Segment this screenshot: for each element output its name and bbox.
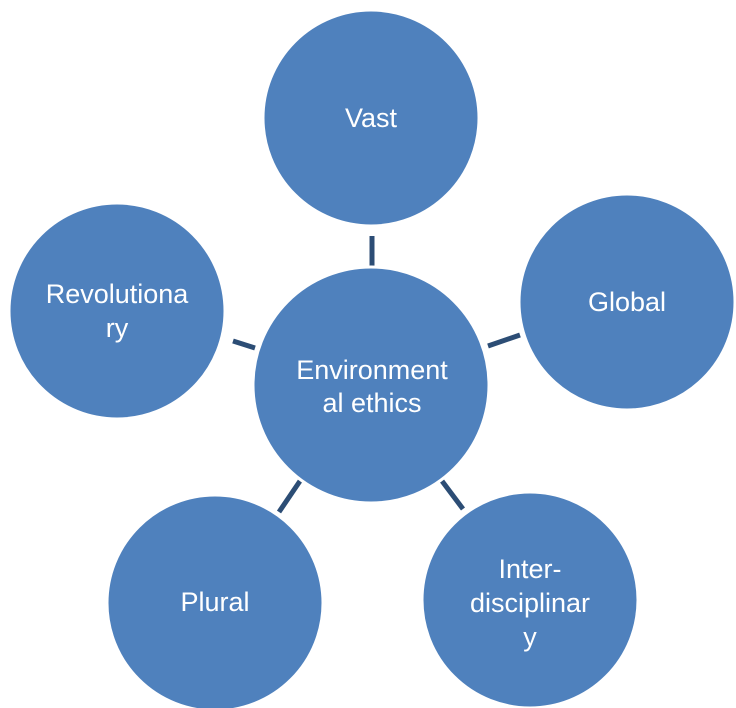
node-interdisciplinary: Inter- disciplinar y xyxy=(420,490,640,708)
node-vast: Vast xyxy=(261,8,481,228)
node-revolutionary-label-line1: Revolutiona xyxy=(46,279,190,309)
connector-plural xyxy=(276,479,303,514)
node-vast-circle xyxy=(261,8,481,228)
node-interdisciplinary-label-line2: disciplinar xyxy=(470,588,590,618)
node-plural-circle xyxy=(105,493,325,708)
node-global-label: Global xyxy=(588,287,666,317)
node-interdisciplinary-circle xyxy=(420,490,640,708)
node-center-label-line1: Environment xyxy=(296,355,448,385)
connector-revolutionary xyxy=(232,338,256,351)
node-revolutionary-circle xyxy=(7,201,227,421)
node-revolutionary-label-line2: ry xyxy=(106,313,129,343)
node-global: Global xyxy=(517,192,736,412)
node-revolutionary: Revolutiona ry xyxy=(7,201,227,421)
node-center-circle xyxy=(251,265,491,505)
connector-interdisciplinary xyxy=(440,479,465,511)
node-global-circle xyxy=(517,192,736,412)
node-interdisciplinary-label-line3: y xyxy=(523,622,537,652)
node-center-label-line2: al ethics xyxy=(322,388,421,418)
node-interdisciplinary-label-line1: Inter- xyxy=(498,554,561,584)
node-plural: Plural xyxy=(105,493,325,708)
node-center: Environment al ethics xyxy=(251,265,491,505)
node-plural-label: Plural xyxy=(180,587,249,617)
connector-global xyxy=(487,332,521,349)
node-vast-label: Vast xyxy=(345,103,398,133)
